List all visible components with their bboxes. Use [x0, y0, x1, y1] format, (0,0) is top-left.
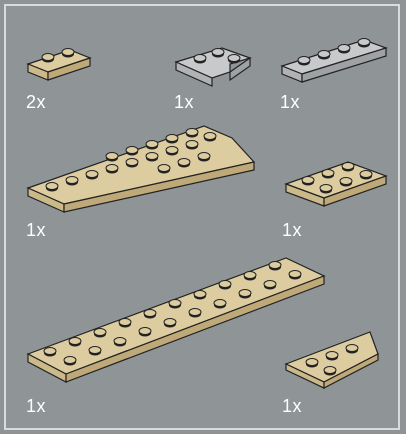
wedge-plate-left-tan-drawing — [24, 118, 256, 214]
part-plate-l-gray — [172, 36, 258, 88]
part-plate-1x2-tan — [24, 42, 94, 82]
plate-1x2-tan-drawing — [24, 42, 94, 82]
qty-plate-2x10-tan: 1x — [26, 396, 46, 417]
plate-1x4-gray-drawing — [278, 32, 394, 88]
qty-wedge-plate-left-tan: 1x — [26, 220, 46, 241]
part-wedge-plate-left-tan — [24, 118, 256, 214]
part-wedge-plate-small-tan — [282, 328, 388, 390]
parts-list-panel: 2x 1x 1x — [4, 4, 400, 430]
qty-plate-1x4-gray: 1x — [280, 92, 300, 113]
qty-plate-l-gray: 1x — [174, 92, 194, 113]
part-plate-1x4-gray — [278, 32, 394, 88]
part-plate-2x3-tan — [282, 150, 392, 212]
plate-2x3-tan-drawing — [282, 150, 392, 212]
qty-plate-2x3-tan: 1x — [282, 220, 302, 241]
plate-l-gray-drawing — [172, 36, 258, 88]
qty-wedge-plate-small-tan: 1x — [282, 396, 302, 417]
qty-plate-1x2-tan: 2x — [26, 92, 46, 113]
wedge-plate-small-tan-drawing — [282, 328, 388, 390]
